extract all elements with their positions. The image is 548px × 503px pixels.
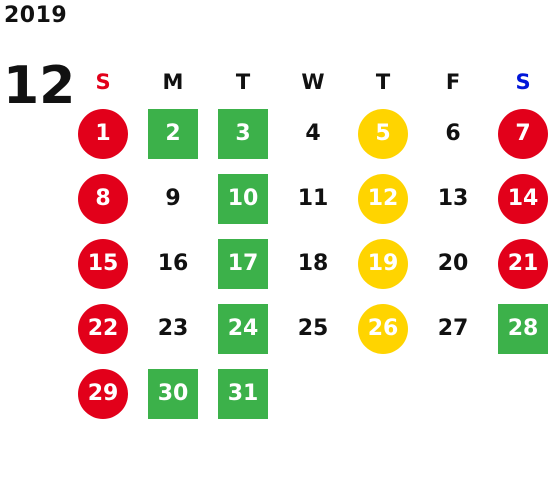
day-cell: 28 (488, 296, 548, 361)
day-cell: 7 (488, 101, 548, 166)
day-cell: 4 (278, 101, 348, 166)
day-cell: 13 (418, 166, 488, 231)
day-cell: 11 (278, 166, 348, 231)
day-cell: 6 (418, 101, 488, 166)
day-cell: 12 (348, 166, 418, 231)
week-row: 8 9 10 11 12 13 14 (68, 166, 548, 231)
day-number: 15 (78, 238, 128, 289)
day-number: 20 (437, 251, 469, 276)
day-cell: 9 (138, 166, 208, 231)
day-number: 17 (218, 238, 268, 289)
weekday-label: M (162, 70, 184, 94)
day-number: 30 (148, 368, 198, 419)
day-cell: 16 (138, 231, 208, 296)
day-number: 13 (437, 186, 469, 211)
day-number: 21 (498, 238, 548, 289)
day-number: 27 (437, 316, 469, 341)
day-number: 3 (218, 108, 268, 159)
weekday-label: W (301, 70, 325, 94)
day-number: 31 (218, 368, 268, 419)
day-cell: 30 (138, 361, 208, 426)
weekday-label: T (235, 70, 251, 94)
day-cell: 31 (208, 361, 278, 426)
day-cell: 21 (488, 231, 548, 296)
day-number: 19 (358, 238, 408, 289)
weekday-label: S (95, 70, 111, 94)
day-cell: 18 (278, 231, 348, 296)
day-number: 2 (148, 108, 198, 159)
day-cell: 24 (208, 296, 278, 361)
day-cell: 29 (68, 361, 138, 426)
day-number: 7 (498, 108, 548, 159)
day-cell: 2 (138, 101, 208, 166)
day-number: 28 (498, 303, 548, 354)
week-row: 22 23 24 25 26 27 28 (68, 296, 548, 361)
day-cell: 10 (208, 166, 278, 231)
year-label: 2019 (4, 3, 68, 28)
day-number: 4 (305, 121, 321, 146)
day-number: 25 (297, 316, 329, 341)
month-label: 12 (3, 56, 76, 116)
day-number: 5 (358, 108, 408, 159)
day-number: 6 (445, 121, 461, 146)
day-number: 9 (165, 186, 181, 211)
weekday-label: F (445, 70, 461, 94)
day-number: 24 (218, 303, 268, 354)
day-number: 1 (78, 108, 128, 159)
day-cell: 14 (488, 166, 548, 231)
day-cell: 15 (68, 231, 138, 296)
day-cell: 5 (348, 101, 418, 166)
day-number: 18 (297, 251, 329, 276)
day-cell: 17 (208, 231, 278, 296)
week-row: 15 16 17 18 19 20 21 (68, 231, 548, 296)
day-number: 26 (358, 303, 408, 354)
day-number: 8 (78, 173, 128, 224)
day-number: 22 (78, 303, 128, 354)
day-number: 11 (297, 186, 329, 211)
day-cell: 1 (68, 101, 138, 166)
week-row: 29 30 31 (68, 361, 548, 426)
day-number: 23 (157, 316, 189, 341)
day-cell: 23 (138, 296, 208, 361)
day-cell: 25 (278, 296, 348, 361)
day-cell: 27 (418, 296, 488, 361)
day-cell: 22 (68, 296, 138, 361)
weekday-label: T (375, 70, 391, 94)
day-number: 14 (498, 173, 548, 224)
weekday-label: S (515, 70, 531, 94)
day-number: 10 (218, 173, 268, 224)
day-number: 12 (358, 173, 408, 224)
day-number: 29 (78, 368, 128, 419)
day-cell: 19 (348, 231, 418, 296)
day-cell: 26 (348, 296, 418, 361)
day-cell: 8 (68, 166, 138, 231)
day-number: 16 (157, 251, 189, 276)
day-cell: 20 (418, 231, 488, 296)
day-cell: 3 (208, 101, 278, 166)
